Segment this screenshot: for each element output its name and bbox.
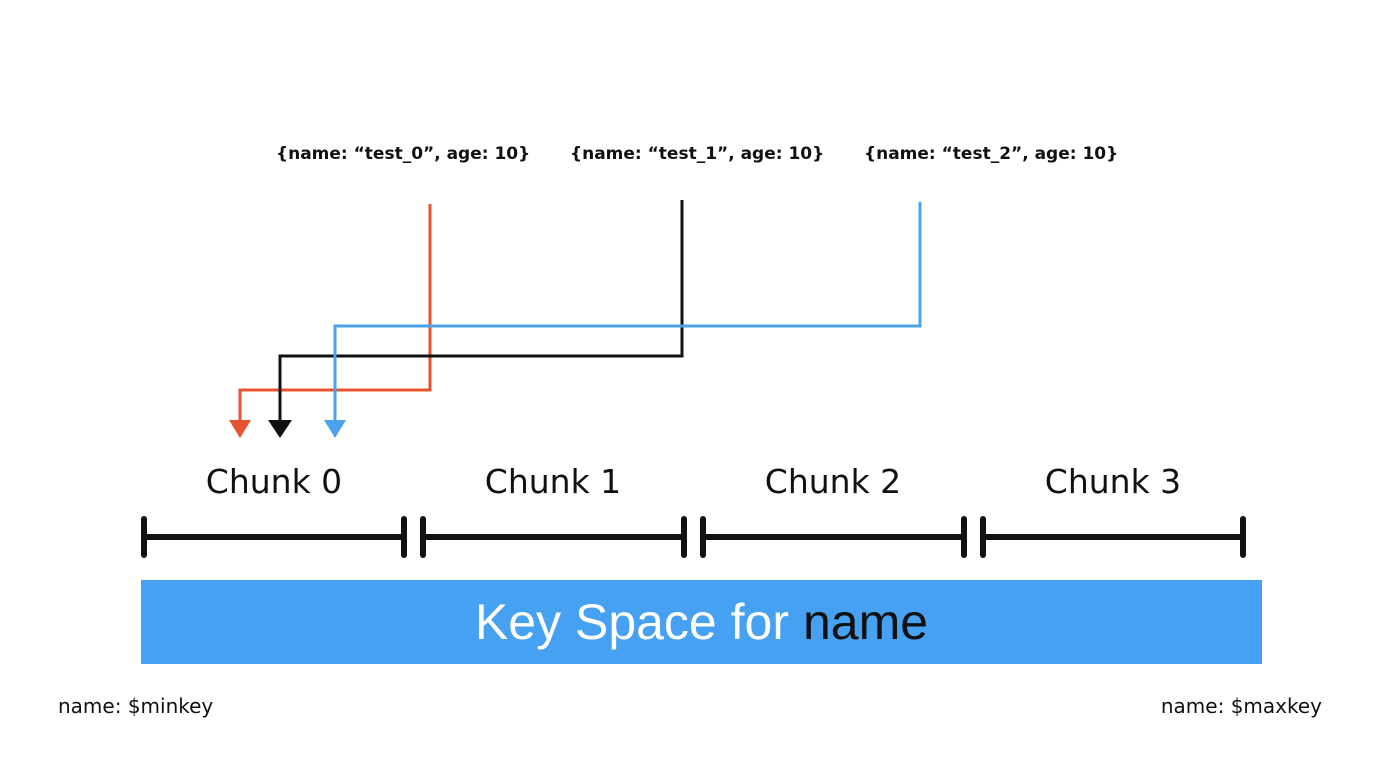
chunk-label-2: Chunk 2 (764, 462, 902, 501)
arrow-head-test-0 (229, 420, 251, 438)
document-label-test-1: {name: “test_1”, age: 10} (570, 144, 825, 164)
document-label-test-0: {name: “test_0”, age: 10} (276, 144, 531, 164)
key-space-text: Key Space for (474, 594, 789, 650)
chunk-range-1 (420, 516, 687, 558)
key-space-bar: Key Space for name (141, 580, 1262, 664)
arrow-path-test-1 (278, 200, 684, 424)
chunk-label-0: Chunk 0 (205, 462, 343, 501)
chunk-range-3 (980, 516, 1246, 558)
chunk-label-3: Chunk 3 (1044, 462, 1182, 501)
arrow-head-test-2 (324, 420, 346, 438)
arrow-head-test-1 (268, 420, 292, 438)
chunk-label-1: Chunk 1 (484, 462, 622, 501)
chunk-range-0 (141, 516, 407, 558)
min-key-label: name: $minkey (58, 694, 214, 718)
max-key-label: name: $maxkey (1160, 694, 1322, 718)
document-label-test-2: {name: “test_2”, age: 10} (864, 144, 1119, 164)
key-space-field: name (802, 594, 929, 650)
arrow-path-test-2 (333, 202, 922, 424)
chunk-range-2 (700, 516, 967, 558)
